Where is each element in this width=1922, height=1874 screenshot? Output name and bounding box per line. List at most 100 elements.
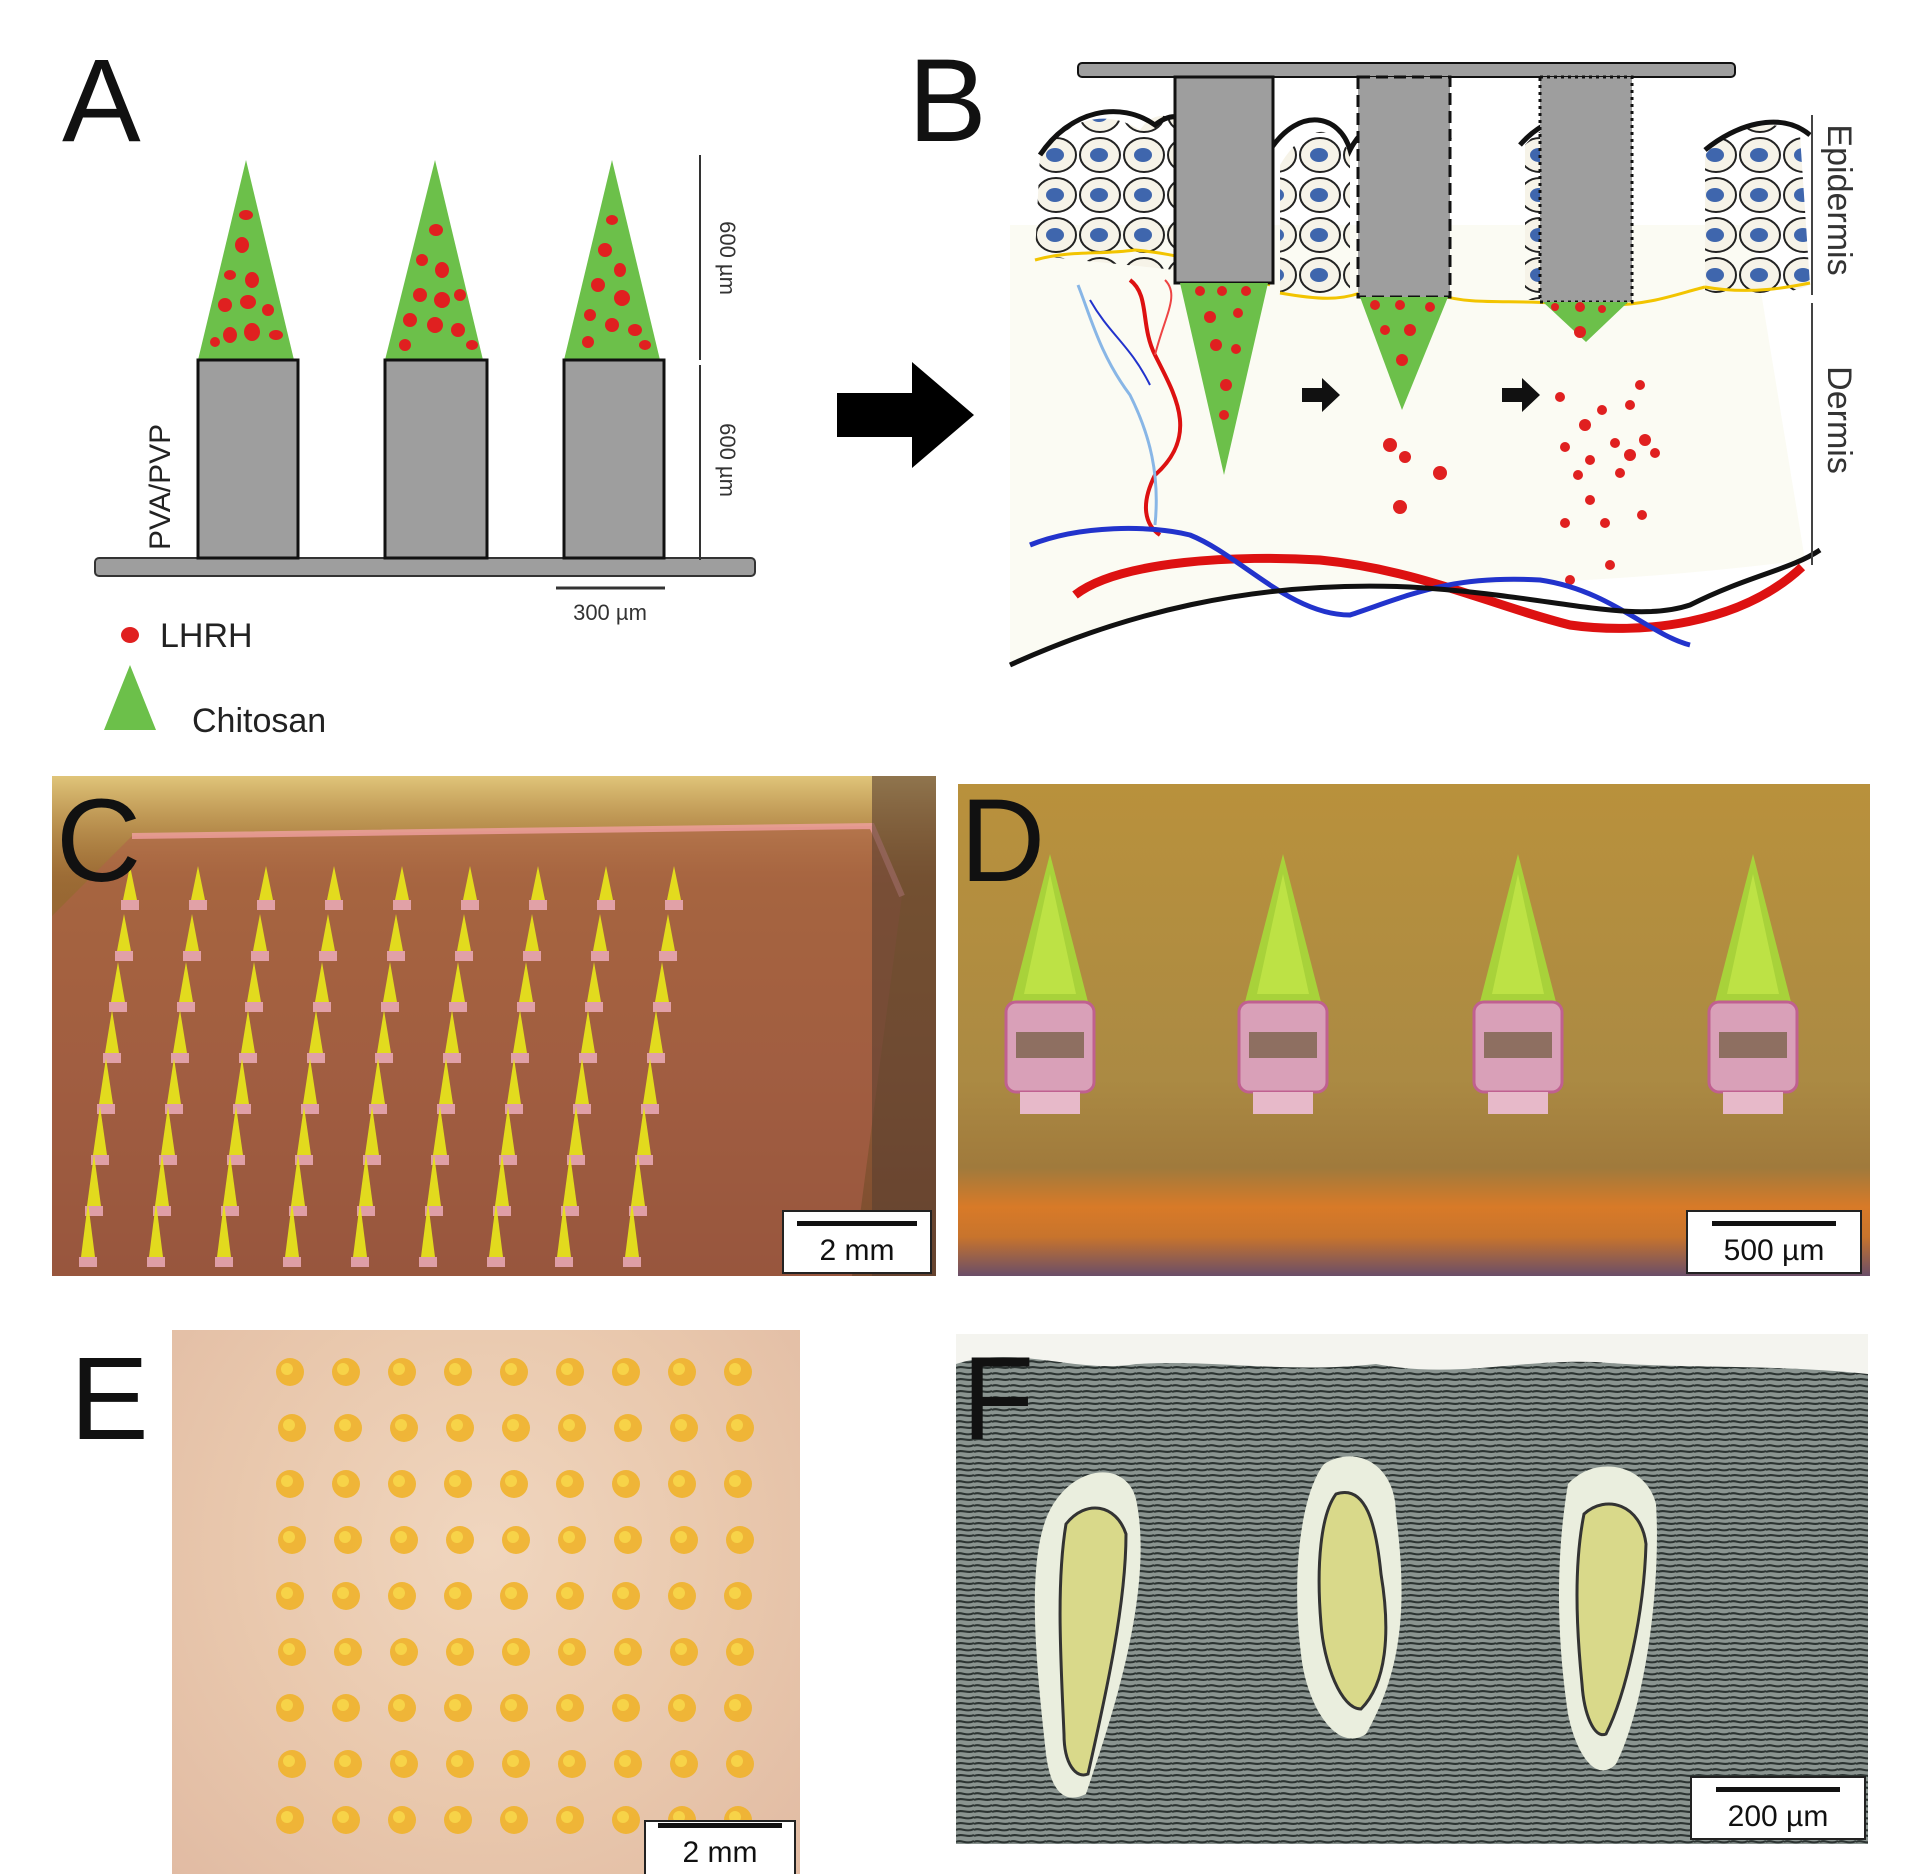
chitosan-legend-label: Chitosan [192, 702, 326, 740]
needle [513, 1010, 527, 1053]
needle-base [419, 1257, 437, 1267]
vessel-blue [1029, 525, 1691, 648]
dissolved-base-3 [1538, 75, 1634, 304]
needle [501, 1106, 515, 1155]
needle-base [97, 1104, 115, 1114]
chitosan-tip [385, 160, 483, 360]
needle-base [159, 1155, 177, 1165]
needle [191, 866, 205, 900]
step-arrow-2 [1502, 378, 1540, 412]
microneedle-3 [562, 160, 666, 560]
panel-a-letter: A [62, 35, 141, 167]
needle-base [443, 1053, 461, 1063]
lhrh-dots [210, 210, 283, 347]
backing-plate [1077, 62, 1736, 78]
lhrh-legend-label: LHRH [160, 617, 253, 655]
needle-base [91, 1155, 109, 1165]
needle-base [283, 1257, 301, 1267]
needle-base [289, 1206, 307, 1216]
substrate-label: PVA/PVP [144, 424, 177, 550]
dissolved-tip-3 [1543, 302, 1628, 342]
needle [371, 1058, 385, 1104]
needle-base [499, 1155, 517, 1165]
needle [155, 1154, 169, 1206]
needle [285, 1202, 299, 1257]
lhrh-dots [582, 215, 651, 350]
needle [587, 962, 601, 1002]
needle-base [215, 1257, 233, 1267]
capillary-red [1128, 278, 1183, 537]
needle-base [555, 1257, 573, 1267]
pva-pvp-base [196, 358, 300, 560]
needle-base [109, 1002, 127, 1012]
panel-f-scale-label: 200 µm [1727, 1800, 1829, 1833]
needle-base [461, 900, 479, 910]
needle-base [233, 1104, 251, 1114]
dermis-bottom-line [1008, 547, 1822, 668]
process-arrow [837, 362, 974, 468]
needle [557, 1202, 571, 1257]
panel-d-scale-label: 500 µm [1723, 1234, 1825, 1267]
needle [105, 1010, 119, 1053]
needle [439, 1058, 453, 1104]
needle [303, 1058, 317, 1104]
needle [383, 962, 397, 1002]
needle [297, 1106, 311, 1155]
needle-base [647, 1053, 665, 1063]
needle-base [585, 1002, 603, 1012]
dissolving-tip-2 [1360, 297, 1448, 410]
legend: LHRH Chitosan [104, 617, 326, 740]
needle-base [529, 900, 547, 910]
pva-pvp-base [383, 358, 489, 560]
needle [581, 1010, 595, 1053]
needle [531, 866, 545, 900]
needle-base [597, 900, 615, 910]
needle [507, 1058, 521, 1104]
microneedle-2 [383, 160, 489, 560]
panel-b-skin-schematic: Epidermis Dermis [1008, 62, 1858, 668]
needle [291, 1154, 305, 1206]
needle-base [171, 1053, 189, 1063]
needle [395, 866, 409, 900]
needle [217, 1202, 231, 1257]
needle-base [239, 1053, 257, 1063]
needle-row [1004, 854, 1799, 1114]
needle-base [357, 1206, 375, 1216]
microneedle-cavities [1034, 1456, 1657, 1798]
needle-base [295, 1155, 313, 1165]
needle [259, 866, 273, 900]
needle-base [221, 1206, 239, 1216]
needle-base [523, 951, 541, 961]
needle-base [437, 1104, 455, 1114]
needle [463, 866, 477, 900]
needle-base [115, 951, 133, 961]
needle-base [487, 1257, 505, 1267]
needle-base [561, 1206, 579, 1216]
needle [173, 1010, 187, 1053]
needle [321, 914, 335, 951]
needle-base [227, 1155, 245, 1165]
needle [93, 1106, 107, 1155]
needle [451, 962, 465, 1002]
needle [99, 1058, 113, 1104]
skin-surface-line [1037, 109, 1812, 157]
inserted-tip-1 [1180, 283, 1268, 475]
baseplate [94, 557, 756, 577]
panel-b-letter: B [908, 35, 987, 167]
needle [117, 914, 131, 951]
needle [365, 1106, 379, 1155]
needle [81, 1202, 95, 1257]
needle-base [251, 951, 269, 961]
needle-base [245, 1002, 263, 1012]
needle [649, 1010, 663, 1053]
needle-base [387, 951, 405, 961]
needle-base [659, 951, 677, 961]
pitch-scale-label: 300 µm [573, 600, 647, 625]
needle [327, 866, 341, 900]
needle-base [393, 900, 411, 910]
needle [241, 1010, 255, 1053]
needle [229, 1106, 243, 1155]
base-dimension-label: 600 µm [715, 423, 740, 497]
needle-base [319, 951, 337, 961]
panel-e-letter: E [70, 1333, 149, 1465]
